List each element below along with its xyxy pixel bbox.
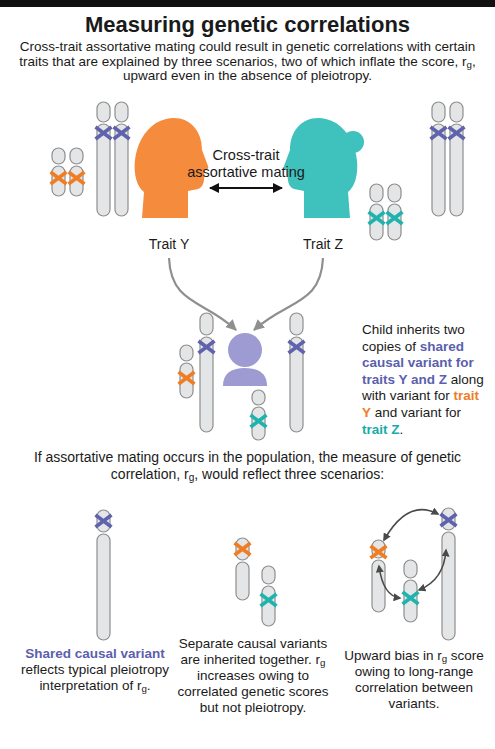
chromosome-pair (96, 102, 130, 216)
emphasis: trait Y (362, 388, 479, 420)
emphasis: trait Z (362, 422, 400, 437)
chromosome-pair (114, 127, 130, 139)
node-label: Child inherits two copies of shared caus… (362, 322, 490, 438)
figure-title: Measuring genetic correlations (0, 12, 495, 38)
child-chromosomes (179, 372, 195, 384)
chromosome-pair (388, 184, 401, 202)
chromosome-pair (115, 102, 128, 122)
scenario-shared-variant (96, 510, 112, 640)
scenario-separate-variants (261, 594, 277, 606)
scenario-intro: If assortative mating occurs in the popu… (25, 449, 470, 483)
scenario-separate-variants (235, 543, 251, 555)
chromosome-pair (450, 102, 463, 122)
figure-caption: Cross-trait assortative mating could res… (16, 40, 479, 84)
chromosome-pair (96, 127, 112, 139)
child-chromosomes (289, 341, 305, 353)
subscript: g (141, 683, 146, 694)
scenario-long-range (419, 550, 446, 590)
chromosome-pair (369, 184, 403, 240)
parent-figure: Trait Y (128, 110, 210, 258)
chromosome-pair (51, 148, 85, 196)
emphasis: shared causal variant for traits Y and Z (362, 339, 474, 387)
chromosome-pair (52, 148, 65, 164)
scenario-long-range (404, 560, 417, 578)
scenario-long-range (371, 508, 457, 640)
chromosome-pair (449, 127, 465, 139)
scenario-long-range (384, 510, 438, 540)
scenario-note: Separate causal variants are inherited t… (173, 636, 333, 716)
child-silhouette (218, 330, 272, 386)
chromosome-pair (370, 184, 383, 202)
top-rule (0, 0, 495, 7)
subscript: g (442, 653, 447, 664)
child-chromosomes (252, 390, 265, 405)
chromosome-pair (431, 102, 465, 216)
scenario-note: Upward bias in rg score owing to long-ra… (336, 648, 492, 712)
child-head (228, 333, 262, 367)
subscript: g (467, 59, 472, 70)
connector-arrow (210, 187, 282, 189)
child-shoulders (223, 368, 267, 386)
scenario-separate-variants (262, 566, 275, 584)
connector-arrow (169, 258, 236, 330)
subscript: g (189, 472, 195, 483)
child-chromosomes (199, 341, 215, 353)
scenario-long-range (441, 514, 457, 526)
scenario-long-range (371, 546, 387, 558)
emphasis: Shared causal variant (25, 646, 165, 661)
scenario-separate-variants (235, 538, 277, 626)
scenario-shared-variant (96, 515, 112, 527)
subscript: g (320, 657, 325, 668)
chromosome-pair (369, 212, 385, 224)
chromosome-pair (69, 172, 85, 184)
chromosome-pair (387, 212, 403, 224)
child-chromosomes (179, 313, 305, 440)
child-chromosomes (180, 345, 193, 361)
child-figure: Child inherits two copies of shared caus… (218, 330, 272, 386)
child-chromosomes (290, 313, 303, 335)
node-label: Trait Y (118, 236, 220, 253)
scenario-long-range (403, 592, 419, 604)
scenario-long-range (442, 532, 455, 640)
scenario-separate-variants (262, 586, 275, 626)
parent-figure: Trait Z (282, 110, 364, 258)
chromosome-pair (431, 127, 447, 139)
edge-label: Cross-trait assortative mating (187, 147, 305, 181)
scenario-shared-variant (97, 534, 110, 640)
node-label: Trait Z (272, 236, 374, 253)
chromosome-pair (51, 172, 67, 184)
chromosome-pair (97, 102, 110, 122)
chromosome-pair (432, 102, 445, 122)
child-chromosomes (251, 415, 267, 427)
chromosome-pair (70, 148, 83, 164)
scenario-separate-variants (236, 562, 249, 600)
scenario-note: Shared causal variant reflects typical p… (15, 646, 175, 694)
child-chromosomes (200, 313, 213, 335)
connector-arrow (254, 258, 323, 330)
scenario-long-range (379, 566, 400, 598)
